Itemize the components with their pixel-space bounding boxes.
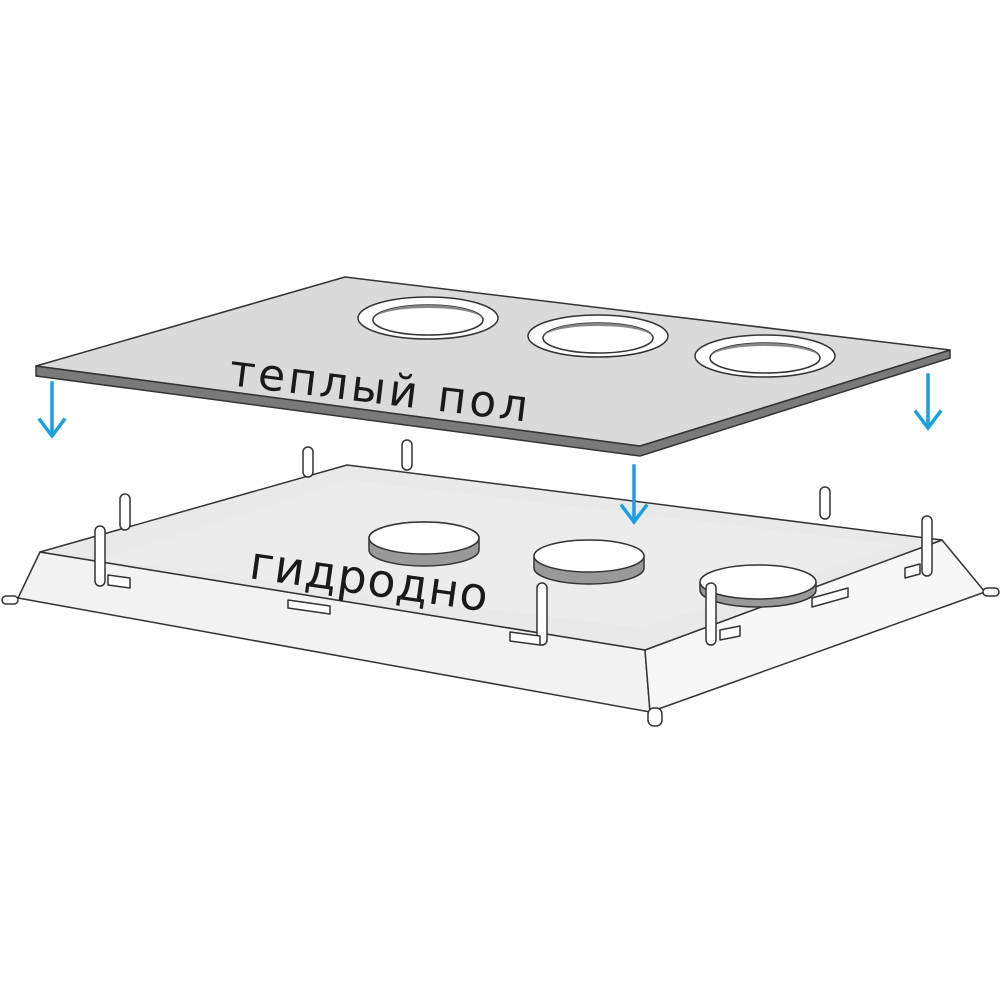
panel-top bbox=[35, 276, 951, 447]
arrow-down-icon bbox=[913, 373, 943, 431]
tray-slots bbox=[107, 563, 921, 646]
arrow-down-icon bbox=[619, 464, 649, 525]
panel-holes bbox=[357, 296, 836, 378]
tray-loops bbox=[94, 439, 933, 646]
heated-floor-panel bbox=[35, 276, 951, 457]
down-arrows bbox=[37, 373, 943, 525]
tray-corner-ties bbox=[1, 587, 1000, 727]
waterproof-tray bbox=[1, 439, 1000, 727]
tray-holes bbox=[368, 521, 817, 608]
arrow-down-icon bbox=[37, 381, 67, 439]
